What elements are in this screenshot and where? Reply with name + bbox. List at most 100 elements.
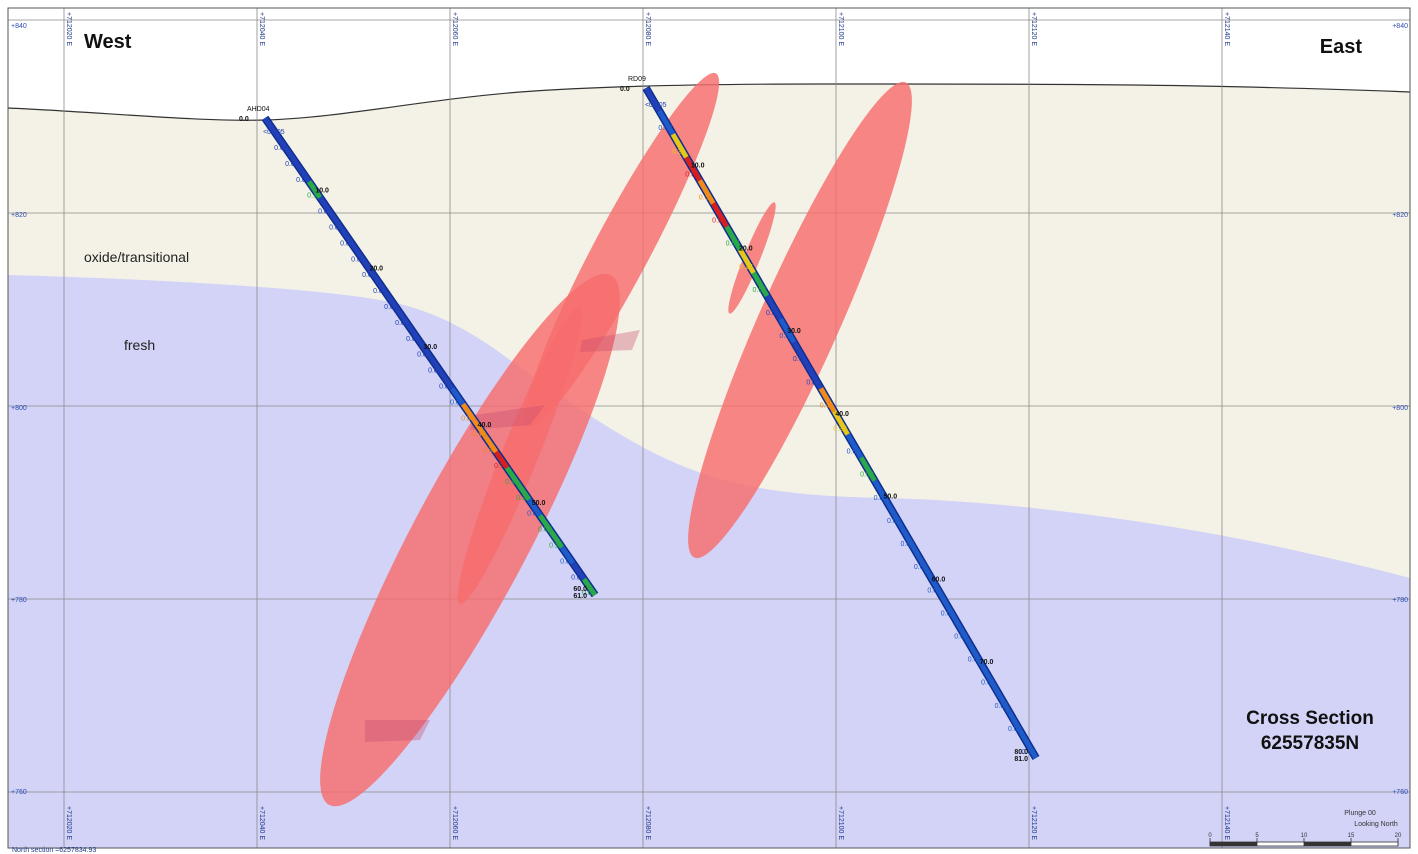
assay-label: 0.11: [549, 542, 562, 549]
collar-depth-label: 0.0: [620, 86, 630, 93]
assay-interval: [764, 294, 783, 321]
assay-interval: [328, 211, 345, 231]
assay-label: 0.09: [860, 472, 874, 479]
depth-label: 70.0: [980, 659, 994, 666]
assay-label: 0.14: [307, 193, 321, 200]
assay-interval: [372, 275, 389, 295]
assay-label: 0.31: [483, 447, 497, 454]
assay-interval: [872, 479, 891, 506]
assay-label: 0.02: [450, 399, 464, 406]
assay-interval: [482, 434, 499, 454]
looking-label: Looking North: [1354, 821, 1398, 828]
assay-label: 0.56: [685, 171, 699, 178]
easting-label: +712040 E: [258, 806, 265, 840]
elevation-label: +780: [1392, 597, 1408, 604]
scale-bar-segment: [1210, 842, 1257, 846]
easting-labels-top: +712020 E+712040 E+712060 E+712080 E+712…: [65, 12, 1230, 46]
assay-interval: [966, 641, 985, 667]
assay-label: 0.05: [582, 590, 596, 597]
assay-label: 0.31: [699, 194, 713, 201]
elevation-label: +820: [11, 212, 27, 219]
assay-label: 0.21: [672, 148, 686, 155]
ore-lens-small: [728, 202, 776, 314]
assay-interval: [548, 529, 565, 549]
scale-tick-label: 0: [1208, 833, 1212, 839]
assay-label: 0.02: [874, 495, 888, 502]
assay-interval: [993, 687, 1012, 714]
assay-interval: [737, 248, 756, 275]
ore-lens-mid: [457, 306, 583, 604]
hole-name-label: RD09: [628, 76, 646, 83]
assay-interval: [284, 148, 301, 168]
assay-label: <0.005: [263, 129, 285, 136]
assay-label: 0.01: [793, 356, 807, 363]
assay-label: 0.02: [1021, 749, 1035, 756]
assay-label: 0.03: [527, 511, 541, 518]
assay-label: 0.01: [384, 304, 398, 311]
section-frame: [7, 7, 1411, 849]
east-label: East: [1320, 36, 1363, 58]
assay-label: 0.01: [406, 336, 420, 343]
assay-label: 0.44: [820, 402, 834, 409]
easting-label: +712120 E: [1030, 806, 1037, 840]
assay-label: 0.93: [712, 218, 726, 225]
assay-interval: [339, 227, 356, 247]
scale-tick-label: 15: [1348, 833, 1355, 839]
assay-interval: [912, 548, 931, 575]
assay-label: 0.01: [351, 256, 365, 263]
assay-interval: [926, 571, 945, 598]
north-section-label: North section =6257834.93: [12, 847, 96, 854]
easting-label: +712140 E: [1223, 12, 1230, 46]
end-depth-label: 80.0: [1014, 749, 1028, 756]
assay-interval: [438, 370, 455, 390]
section-title-line1: Cross Section: [1246, 708, 1374, 729]
assay-label: 0.01: [428, 368, 442, 375]
assay-label: 0.01: [285, 161, 299, 168]
assay-label: 0.02: [914, 564, 928, 571]
assay-interval: [791, 340, 810, 367]
assay-interval: [751, 271, 770, 298]
assay-label: 0.01: [766, 310, 780, 317]
assay-interval: [350, 243, 367, 263]
depth-label: 30.0: [787, 328, 801, 335]
elevation-labels-right: +840+820+800+780+760: [1392, 23, 1408, 796]
assay-label: 0.26: [833, 426, 847, 433]
assay-label: 0.01: [274, 145, 288, 152]
fresh-zone-label: fresh: [124, 337, 155, 353]
assay-label: 0.48: [472, 431, 486, 438]
assay-interval: [504, 466, 521, 486]
easting-label: +712040 E: [258, 12, 265, 46]
assay-label: <0.005: [645, 102, 667, 109]
ore-lenses: [320, 72, 912, 807]
easting-label: +712100 E: [837, 12, 844, 46]
assay-interval: [832, 410, 850, 436]
assay-interval: [684, 156, 702, 182]
assay-interval: [859, 456, 877, 483]
elevation-label: +760: [11, 789, 27, 796]
assay-interval: [899, 525, 918, 552]
easting-label: +712080 E: [644, 806, 651, 840]
depth-label: 50.0: [532, 500, 546, 507]
assay-interval: [885, 502, 904, 529]
assay-interval: [317, 196, 334, 215]
assay-label: 0.03: [560, 558, 574, 565]
assay-label: 0.31: [461, 415, 475, 422]
assay-label: 0.02: [887, 518, 901, 525]
assay-label: 0.02: [779, 333, 793, 340]
easting-label: +712060 E: [451, 12, 458, 46]
elevation-label: +780: [11, 597, 27, 604]
oxide-zone-label: oxide/transitional: [84, 249, 189, 265]
assay-label: 0.02: [995, 703, 1009, 710]
assay-label: 0.01: [318, 209, 332, 216]
assay-interval: [818, 387, 837, 413]
elevation-label: +840: [11, 23, 27, 30]
assay-interval: [273, 132, 290, 152]
assay-interval: [383, 291, 400, 311]
assay-label: 0.01: [395, 320, 409, 327]
assay-label: 0.07: [538, 527, 552, 534]
assay-interval: [460, 402, 477, 422]
assay-label: 0.02: [927, 587, 941, 594]
easting-label: +712100 E: [837, 806, 844, 840]
assay-label: 0.01: [362, 272, 376, 279]
grid-lines: [8, 8, 1410, 848]
